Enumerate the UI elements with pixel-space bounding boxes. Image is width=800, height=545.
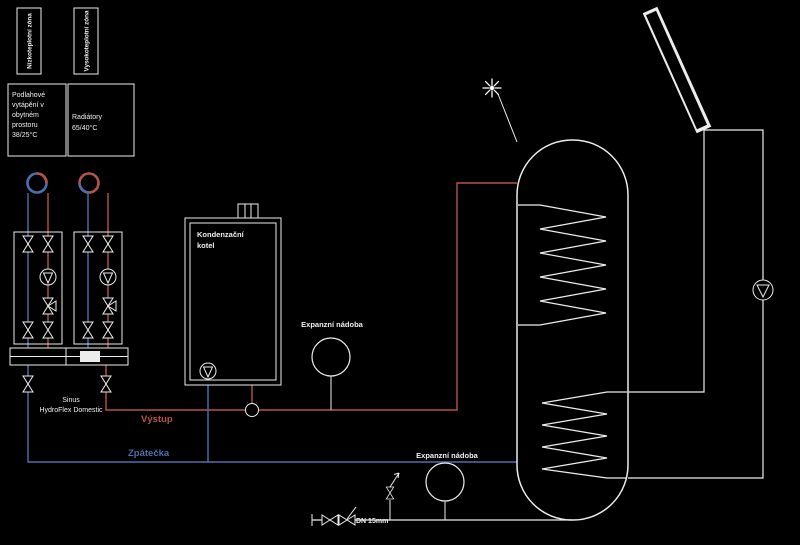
manifold-insulation-block: [80, 351, 100, 362]
boiler-label: kotel: [197, 241, 215, 250]
desc-line: 38/25°C: [12, 131, 37, 139]
low-temp-zone-tab: Nízkoteplotní zóna: [16, 7, 42, 75]
return-pipe: [27, 365, 518, 463]
mixing-valve-icon: [42, 297, 57, 315]
desc-line: prostoru: [12, 122, 38, 129]
boiler-flue: [237, 203, 259, 219]
manifold-label: HydroFlex Domestic: [39, 407, 103, 414]
junction-valve-icon: [245, 403, 259, 417]
temperature-gauge-high: [78, 172, 100, 194]
sensor-line: [497, 93, 518, 143]
valve-icon: [102, 235, 114, 253]
sun-icon: [482, 78, 502, 98]
safety-valve-icon: [385, 472, 400, 520]
solar-pump-icon: [752, 279, 774, 301]
mixing-group-2: [73, 231, 123, 345]
desc-line: obytném: [12, 112, 39, 119]
solar-circuit: [628, 6, 774, 479]
pump-icon: [99, 268, 117, 286]
pump-icon: [39, 268, 57, 286]
expansion-vessel-top: Expanzní nádoba: [301, 320, 364, 410]
desc-line: 65/40°C: [72, 124, 97, 132]
buffer-tank: [516, 139, 629, 521]
solar-panel: [642, 6, 712, 134]
low-temp-zone-description: Podlahové vytápění v obytném prostoru 38…: [7, 83, 67, 157]
boiler-label: Kondenzační: [197, 230, 245, 239]
valve-icon: [321, 514, 339, 526]
temperature-gauge-low: [26, 172, 48, 194]
valve-icon: [102, 321, 114, 339]
boiler-pump-icon: [199, 362, 217, 380]
boiler: Kondenzační kotel: [184, 203, 282, 386]
valve-icon: [82, 321, 94, 339]
valve-icon: [42, 235, 54, 253]
dn-label: DN 15mm: [356, 518, 388, 525]
expansion-vessel-label: Expanzní nádoba: [416, 451, 479, 460]
manifold-label: Sinus: [62, 397, 80, 404]
solar-return-pipe: [628, 129, 764, 479]
return-label: Zpátečka: [128, 448, 170, 459]
solar-supply-pipe: [628, 130, 705, 393]
cold-water-line: DN 15mm: [311, 472, 572, 526]
desc-line: Podlahové: [12, 92, 45, 99]
high-temp-zone-description: Radiátory 65/40°C: [67, 83, 135, 157]
valve-icon: [22, 375, 34, 393]
check-valve-icon: [338, 514, 356, 526]
high-temp-zone-label: Vysokoteplotní zóna: [84, 10, 91, 71]
valve-icon: [100, 375, 112, 393]
supply-label: Výstup: [141, 414, 173, 425]
manifold: Sinus HydroFlex Domestic: [9, 347, 129, 414]
desc-line: vytápění v: [12, 102, 44, 109]
supply-pipe: [105, 182, 517, 411]
low-temp-zone-label: Nízkoteplotní zóna: [27, 13, 34, 69]
high-temp-zone-tab: Vysokoteplotní zóna: [73, 7, 99, 75]
valve-icon: [42, 321, 54, 339]
heat-exchanger-coil-bottom: [541, 391, 627, 479]
desc-line: Radiátory: [72, 114, 102, 121]
mixing-group-1: [13, 231, 63, 345]
heating-circuit-pipes: [27, 182, 518, 463]
expansion-vessel-bottom: Expanzní nádoba: [416, 451, 479, 520]
mixing-valve-icon: [102, 297, 117, 315]
expansion-vessel-label: Expanzní nádoba: [301, 320, 364, 329]
valve-icon: [22, 321, 34, 339]
heat-exchanger-coil-top: [518, 204, 607, 326]
valve-icon: [82, 235, 94, 253]
valve-icon: [22, 235, 34, 253]
